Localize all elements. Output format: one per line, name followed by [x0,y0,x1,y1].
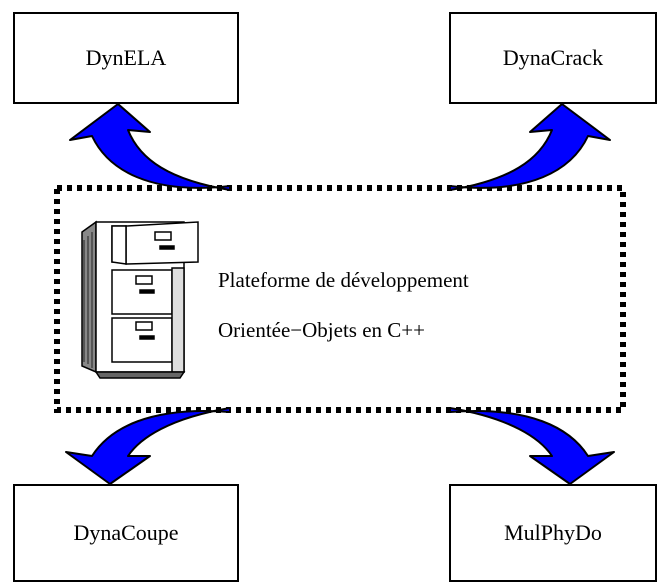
box-dynacoupe: DynaCoupe [13,484,239,582]
arrow-to-mulphydo [449,407,615,485]
box-dynela: DynELA [13,12,239,104]
box-mulphydo: MulPhyDo [449,484,657,582]
box-dynacrack: DynaCrack [449,12,657,104]
arrow-to-dynacoupe [65,407,231,485]
box-mulphydo-label: MulPhyDo [504,520,602,545]
platform-title-line2: Orientée−Objets en C++ [218,318,425,342]
platform-title-line1: Plateforme de développement [218,268,469,292]
box-dynela-label: DynELA [85,45,167,70]
platform-frame [54,185,626,413]
arrow-to-dynacrack [449,103,611,191]
box-dynacrack-label: DynaCrack [502,45,604,70]
box-dynacoupe-label: DynaCoupe [73,520,179,545]
arrow-to-dynela [69,103,231,191]
file-cabinet-icon [81,220,199,379]
